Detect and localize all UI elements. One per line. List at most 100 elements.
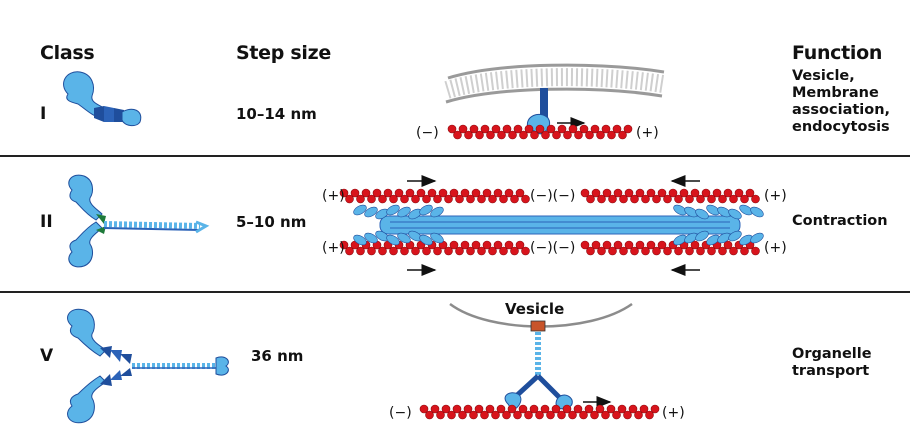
actin-subunit bbox=[579, 124, 589, 134]
actin-subunit bbox=[508, 130, 517, 140]
actin-subunit bbox=[471, 188, 481, 198]
actin-subunit bbox=[507, 404, 517, 414]
actin-subunit bbox=[436, 410, 445, 420]
myosin-head bbox=[695, 208, 709, 220]
actin-subunit bbox=[652, 194, 661, 204]
actin-subunit bbox=[493, 240, 503, 250]
actin-subunit bbox=[618, 130, 627, 140]
actin-subunit bbox=[504, 240, 514, 250]
function-V-line: Organelle bbox=[792, 346, 872, 362]
actin-subunit bbox=[458, 410, 467, 420]
actin-subunit bbox=[383, 188, 393, 198]
actin-subunit bbox=[510, 194, 519, 204]
row-divider bbox=[0, 291, 910, 293]
actin-subunit bbox=[696, 194, 705, 204]
actin-subunit bbox=[345, 194, 354, 204]
actin-subunit bbox=[488, 194, 497, 204]
plus-end-label: (+) bbox=[322, 188, 345, 204]
actin-subunit bbox=[455, 194, 464, 204]
actin-subunit bbox=[551, 404, 561, 414]
actin-subunit bbox=[491, 124, 501, 134]
actin-subunit bbox=[452, 404, 462, 414]
actin-subunit bbox=[535, 124, 545, 134]
function-I-line: endocytosis bbox=[792, 119, 890, 135]
class-label-I: I bbox=[40, 104, 47, 124]
actin-subunit bbox=[607, 130, 616, 140]
function-II: Contraction bbox=[792, 213, 888, 230]
function-I-line: association, bbox=[792, 102, 891, 118]
actin-subunit bbox=[546, 410, 555, 420]
actin-subunit bbox=[499, 246, 508, 256]
myosin-head bbox=[386, 204, 400, 216]
actin-subunit bbox=[624, 188, 634, 198]
actin-subunit bbox=[751, 246, 760, 256]
actin-subunit bbox=[568, 410, 577, 420]
actin-subunit bbox=[460, 188, 470, 198]
membrane-bilayer bbox=[444, 63, 665, 104]
actin-subunit bbox=[639, 404, 649, 414]
actin-subunit bbox=[579, 410, 588, 420]
actin-subunit bbox=[400, 194, 409, 204]
actin-subunit bbox=[590, 410, 599, 420]
actin-subunit bbox=[584, 404, 594, 414]
actin-subunit bbox=[518, 404, 528, 414]
actin-subunit bbox=[427, 188, 437, 198]
actin-subunit bbox=[641, 194, 650, 204]
actin-subunit bbox=[590, 124, 600, 134]
actin-subunit bbox=[663, 194, 672, 204]
actin-subunit bbox=[515, 188, 525, 198]
actin-subunit bbox=[619, 246, 628, 256]
actin-subunit bbox=[608, 194, 617, 204]
actin-subunit bbox=[586, 194, 595, 204]
actin-subunit bbox=[530, 130, 539, 140]
actin-subunit bbox=[707, 194, 716, 204]
actin-subunit bbox=[389, 246, 398, 256]
actin-subunit bbox=[628, 404, 638, 414]
actin-subunit bbox=[480, 410, 489, 420]
actin-subunit bbox=[350, 188, 360, 198]
actin-subunit bbox=[496, 404, 506, 414]
actin-subunit bbox=[646, 188, 656, 198]
actin-subunit bbox=[477, 246, 486, 256]
actin-subunit bbox=[529, 404, 539, 414]
function-I-line: Vesicle, bbox=[792, 68, 855, 84]
plus-end-label: (+) bbox=[662, 405, 685, 421]
actin-subunit bbox=[707, 246, 716, 256]
actin-subunit bbox=[608, 246, 617, 256]
actin-subunit bbox=[663, 246, 672, 256]
actin-subunit bbox=[718, 194, 727, 204]
actin-subunit bbox=[674, 246, 683, 256]
plus-end-label: (+) bbox=[764, 188, 787, 204]
actin-subunit bbox=[464, 130, 473, 140]
myosin-head bbox=[750, 206, 764, 218]
actin-subunit bbox=[466, 194, 475, 204]
actin-subunit bbox=[449, 240, 459, 250]
actin-subunit bbox=[513, 124, 523, 134]
plus-end-label: (+) bbox=[322, 240, 345, 256]
function-V: Organelle transport bbox=[792, 346, 872, 380]
function-V-line: transport bbox=[792, 363, 870, 379]
actin-subunit bbox=[646, 240, 656, 250]
actin-subunit bbox=[557, 410, 566, 420]
actin-subunit bbox=[552, 130, 561, 140]
actin-filament bbox=[339, 188, 530, 204]
class-label-V: V bbox=[40, 346, 54, 366]
actin-subunit bbox=[591, 188, 601, 198]
actin-subunit bbox=[591, 240, 601, 250]
actin-subunit bbox=[394, 188, 404, 198]
myosin-head bbox=[364, 232, 378, 244]
actin-subunit bbox=[612, 124, 622, 134]
actin-subunit bbox=[657, 240, 667, 250]
actin-subunit bbox=[361, 188, 371, 198]
actin-subunit bbox=[400, 246, 409, 256]
actin-subunit bbox=[613, 188, 623, 198]
actin-subunit bbox=[751, 194, 760, 204]
vesicle-label: Vesicle bbox=[505, 300, 564, 318]
actin-subunit bbox=[466, 246, 475, 256]
myosin-head bbox=[750, 232, 764, 244]
actin-subunit bbox=[674, 194, 683, 204]
actin-subunit bbox=[422, 246, 431, 256]
actin-subunit bbox=[491, 410, 500, 420]
actin-subunit bbox=[416, 188, 426, 198]
actin-subunit bbox=[482, 188, 492, 198]
